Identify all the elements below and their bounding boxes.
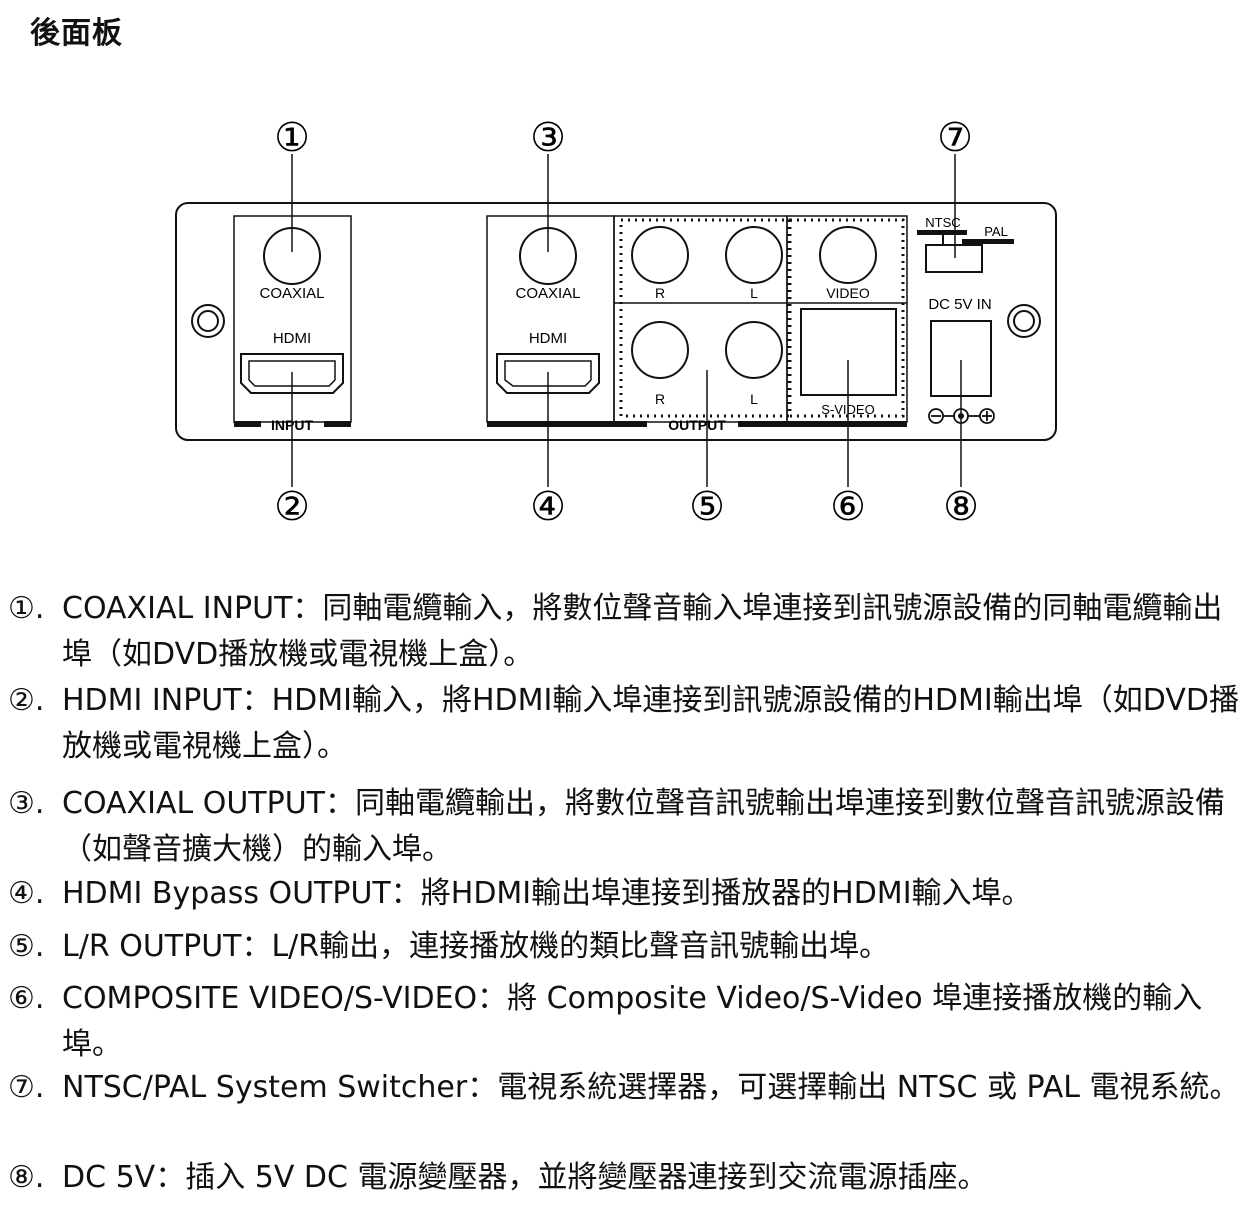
video-label: VIDEO xyxy=(826,285,870,301)
ntsc-bar xyxy=(917,230,967,235)
description-2: ②. HDMI INPUT：HDMI輸入，將HDMI輸入埠連接到訊號源設備的HDM… xyxy=(8,678,1240,770)
rca-l-bottom-label: L xyxy=(750,391,758,407)
hdmi-output-label: HDMI xyxy=(529,330,567,347)
hdmi-output-port xyxy=(496,353,600,394)
rear-panel-diagram: COAXIAL HDMI INPUT COAXIAL HDMI R L R L … xyxy=(175,115,1057,530)
description-1: ①. COAXIAL INPUT：同軸電纜輸入，將數位聲音輸入埠連接到訊號源設備的… xyxy=(8,586,1240,678)
description-5: ⑤. L/R OUTPUT：L/R輸出，連接播放機的類比聲音訊號輸出埠。 xyxy=(8,924,1240,970)
description-4: ④. HDMI Bypass OUTPUT：將HDMI輸出埠連接到播放器的HDMI… xyxy=(8,871,1240,917)
output-group-label: OUTPUT xyxy=(668,417,726,433)
hdmi-input-label: HDMI xyxy=(273,330,311,347)
rca-l-bottom-jack xyxy=(725,321,783,379)
description-text: COMPOSITE VIDEO/S-VIDEO：將 Composite Vide… xyxy=(62,981,1203,1062)
description-text: HDMI INPUT：HDMI輸入，將HDMI輸入埠連接到訊號源設備的HDMI輸… xyxy=(62,683,1239,764)
description-text: NTSC/PAL System Switcher：電視系統選擇器，可選擇輸出 N… xyxy=(62,1070,1240,1105)
description-number: ②. xyxy=(8,683,45,718)
callout-8: ⑧ xyxy=(943,484,979,530)
description-number: ⑥. xyxy=(8,981,45,1016)
ntsc-pal-switch xyxy=(925,244,983,273)
audio-output-box xyxy=(613,215,788,423)
coaxial-input-label: COAXIAL xyxy=(259,285,324,302)
description-number: ③. xyxy=(8,786,45,821)
polarity-symbol xyxy=(928,408,995,424)
description-6: ⑥. COMPOSITE VIDEO/S-VIDEO：將 Composite Vi… xyxy=(8,976,1240,1068)
composite-video-jack xyxy=(819,226,877,284)
description-number: ④. xyxy=(8,876,45,911)
description-text: COAXIAL OUTPUT：同軸電纜輸出，將數位聲音訊號輸出埠連接到數位聲音訊… xyxy=(62,786,1225,867)
rca-l-top-jack xyxy=(725,226,783,284)
video-output-box xyxy=(786,215,908,423)
ntsc-label: NTSC xyxy=(925,215,960,230)
callout-3: ③ xyxy=(530,115,566,161)
description-3: ③. COAXIAL OUTPUT：同軸電纜輸出，將數位聲音訊號輸出埠連接到數位聲… xyxy=(8,781,1240,873)
callout-7: ⑦ xyxy=(937,115,973,161)
description-number: ⑧. xyxy=(8,1160,45,1195)
callout-6: ⑥ xyxy=(830,484,866,530)
hdmi-input-port xyxy=(240,353,344,394)
rca-r-top-label: R xyxy=(655,285,665,301)
description-number: ①. xyxy=(8,591,45,626)
input-group-bar-left xyxy=(234,421,261,427)
description-7: ⑦. NTSC/PAL System Switcher：電視系統選擇器，可選擇輸出… xyxy=(8,1065,1240,1111)
callout-4: ④ xyxy=(530,484,566,530)
pal-label: PAL xyxy=(984,224,1008,239)
description-number: ⑤. xyxy=(8,929,45,964)
page-title: 後面板 xyxy=(30,16,123,51)
rca-r-bottom-label: R xyxy=(655,391,665,407)
coaxial-output-label: COAXIAL xyxy=(515,285,580,302)
left-mounting-screw xyxy=(191,304,225,338)
description-text: HDMI Bypass OUTPUT：將HDMI輸出埠連接到播放器的HDMI輸入… xyxy=(62,876,1032,911)
leader-lines xyxy=(291,154,962,487)
rear-panel-outline xyxy=(175,202,1057,441)
output-group-bar-left xyxy=(487,421,647,427)
rca-l-top-label: L xyxy=(750,285,758,301)
callout-5: ⑤ xyxy=(689,484,725,530)
input-group-bar-right xyxy=(324,421,351,427)
rca-r-bottom-jack xyxy=(631,321,689,379)
description-8: ⑧. DC 5V：插入 5V DC 電源變壓器，並將變壓器連接到交流電源插座。 xyxy=(8,1155,1240,1201)
callout-1: ① xyxy=(274,115,310,161)
right-mounting-screw xyxy=(1007,304,1041,338)
description-text: COAXIAL INPUT：同軸電纜輸入，將數位聲音輸入埠連接到訊號源設備的同軸… xyxy=(62,591,1223,672)
output-group-bar-right xyxy=(738,421,907,427)
pal-bar xyxy=(962,239,1014,244)
description-number: ⑦. xyxy=(8,1070,45,1105)
description-text: L/R OUTPUT：L/R輸出，連接播放機的類比聲音訊號輸出埠。 xyxy=(62,929,890,964)
callout-2: ② xyxy=(274,484,310,530)
dc-in-label: DC 5V IN xyxy=(928,296,991,313)
rca-r-top-jack xyxy=(631,226,689,284)
description-text: DC 5V：插入 5V DC 電源變壓器，並將變壓器連接到交流電源插座。 xyxy=(62,1160,988,1195)
